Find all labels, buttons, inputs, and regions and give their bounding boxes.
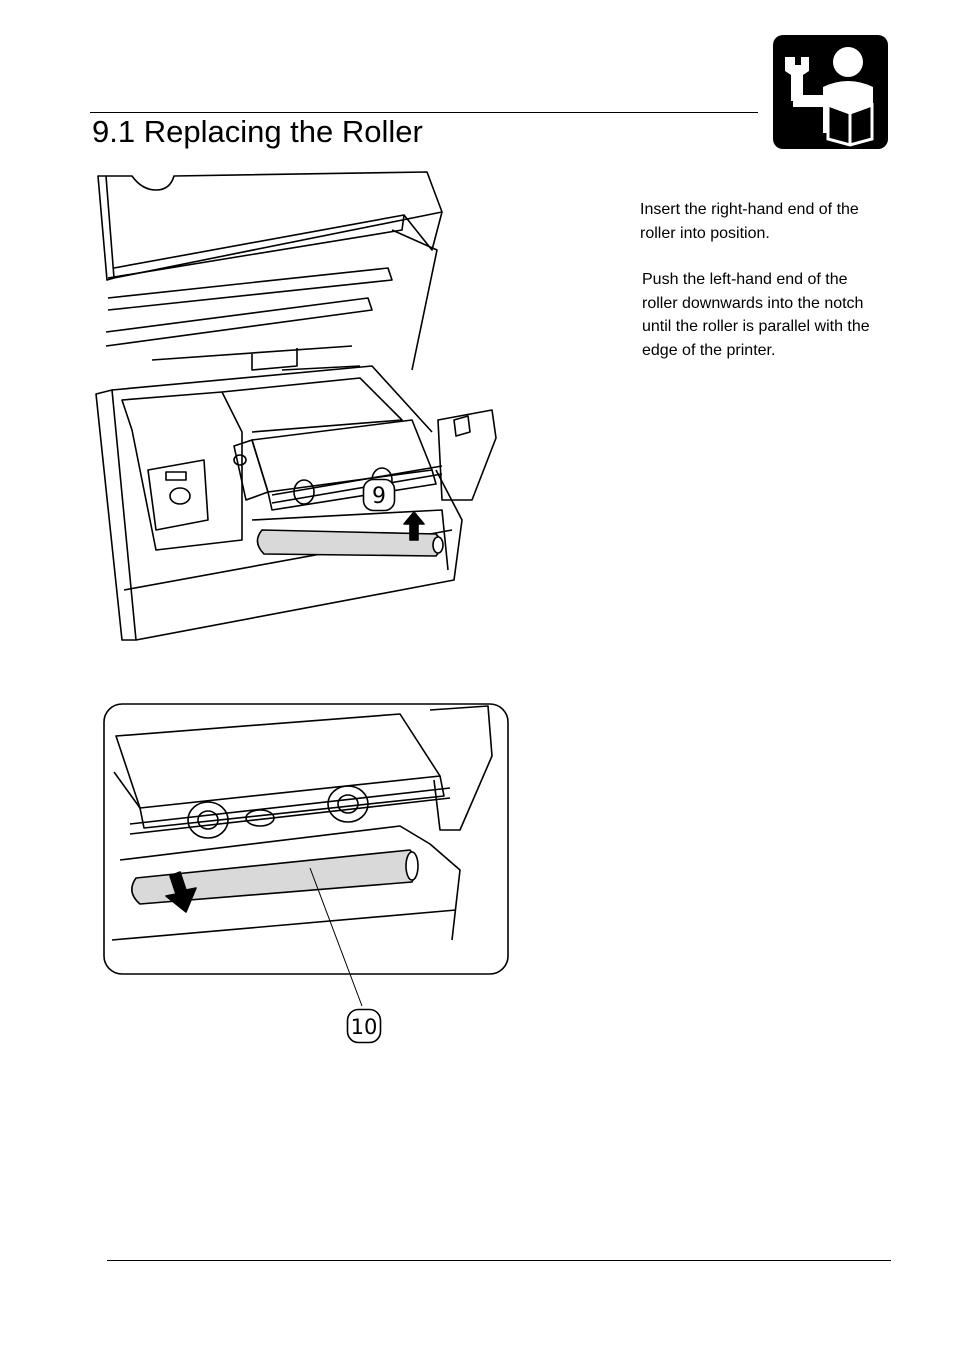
callout-9-label: 9 [372, 484, 386, 509]
callout-10: 10 [346, 1008, 382, 1044]
callout-9: 9 [362, 478, 396, 512]
figure-roller-closeup [103, 703, 509, 1007]
instruction-step-9: Insert the right-hand end of the roller … [640, 201, 859, 242]
footer-rule [107, 1260, 891, 1261]
header-rule [90, 112, 758, 113]
instruction-step-10: Push the left-hand end of the roller dow… [642, 271, 870, 359]
section-title: 9.1 Replacing the Roller [92, 114, 423, 149]
maintenance-icon [773, 35, 888, 149]
callout-10-label: 10 [351, 1015, 378, 1039]
figure-printer-open-lid [95, 171, 497, 641]
